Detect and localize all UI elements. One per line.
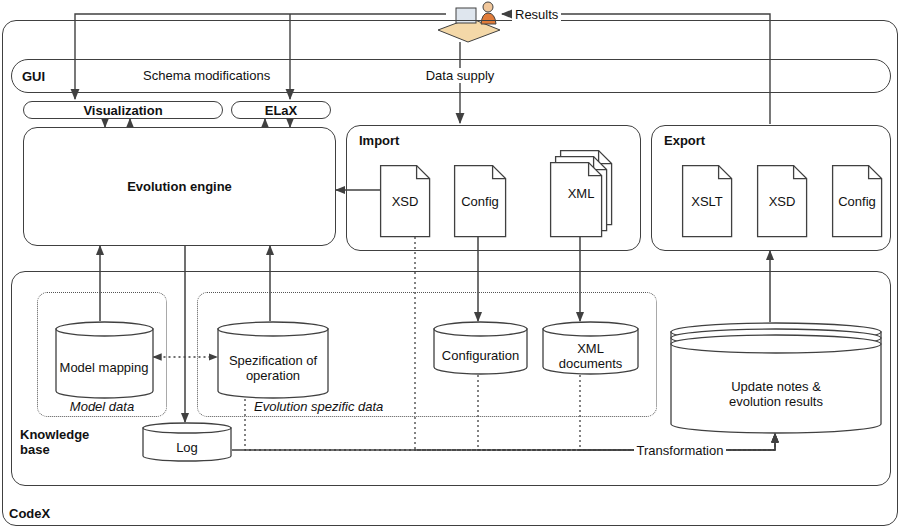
schema-line xyxy=(289,14,290,99)
database-stack: Update notes & evolution results xyxy=(670,322,882,434)
node-label: CodeX xyxy=(9,506,50,521)
connector xyxy=(477,237,479,321)
node-label: XSLT xyxy=(691,194,723,209)
connector xyxy=(336,189,380,191)
flow-label: Results xyxy=(512,7,561,22)
connector xyxy=(129,119,131,127)
connector xyxy=(99,246,101,321)
knowledge-base: Knowledge baseModel dataModel mappingEvo… xyxy=(11,271,891,486)
data-group: Evolution spezific data Spezification of … xyxy=(197,292,657,417)
node-label: XML xyxy=(568,186,595,201)
connector xyxy=(289,119,291,127)
node-label: Export xyxy=(664,133,705,148)
connector xyxy=(104,119,106,127)
connector xyxy=(579,237,581,321)
node-label: Evolution engine xyxy=(127,179,232,194)
document-icon: XSLT xyxy=(682,165,732,237)
system-boundary: CodeX GUI Visualization ELaX Evolution engin… xyxy=(2,20,898,526)
connector xyxy=(269,246,271,321)
module-box: ELaX xyxy=(231,101,331,119)
results-line xyxy=(502,14,770,124)
database: XML documents xyxy=(542,321,639,375)
node-label: Import xyxy=(359,133,399,148)
node-label: Update notes & evolution results xyxy=(711,379,841,409)
node-label: XSD xyxy=(392,194,419,209)
connector xyxy=(264,119,266,127)
database-stack-outline xyxy=(670,322,882,434)
dotted-connector xyxy=(154,356,218,357)
flow-label: Schema modifications xyxy=(140,68,273,83)
node-label: Spezification of operation xyxy=(221,353,325,383)
node-label: Visualization xyxy=(83,103,162,118)
engine-box: Evolution engine xyxy=(23,127,336,246)
user-icon xyxy=(438,2,500,42)
node-label: XSD xyxy=(769,194,796,209)
node-label: Model mapping xyxy=(60,360,149,375)
node-label: Knowledge base xyxy=(20,427,92,457)
node-label: Model data xyxy=(70,399,134,414)
document-icon: Config xyxy=(454,165,506,237)
node-label: Configuration xyxy=(442,348,519,363)
edge-label: Transformation xyxy=(634,443,727,458)
node-label: XML documents xyxy=(546,341,635,371)
document-icon: XSD xyxy=(380,165,430,237)
node-label: Config xyxy=(838,194,876,209)
flow-label: Data supply xyxy=(423,68,498,83)
node-label: GUI xyxy=(22,69,45,84)
document-icon: XSD xyxy=(757,165,807,237)
module-box: Visualization xyxy=(23,101,223,119)
document-stack: XML xyxy=(550,150,612,237)
document-icon: Config xyxy=(832,165,882,237)
connector xyxy=(769,251,771,322)
database: Spezification of operation xyxy=(217,321,329,399)
node-label: Config xyxy=(461,194,499,209)
connector xyxy=(184,246,186,422)
database: Model mapping xyxy=(55,321,154,399)
database: Configuration xyxy=(433,321,528,375)
node-label: Log xyxy=(176,440,198,455)
import-box: ImportXSD Config XML xyxy=(346,125,641,251)
node-label: ELaX xyxy=(265,103,298,118)
export-box: ExportXSLT XSD Config xyxy=(651,125,891,251)
log-database: Log xyxy=(142,422,232,462)
data-group: Model data Model mapping xyxy=(37,292,167,417)
node-label: Evolution spezific data xyxy=(254,399,383,414)
schema-line xyxy=(75,14,446,99)
